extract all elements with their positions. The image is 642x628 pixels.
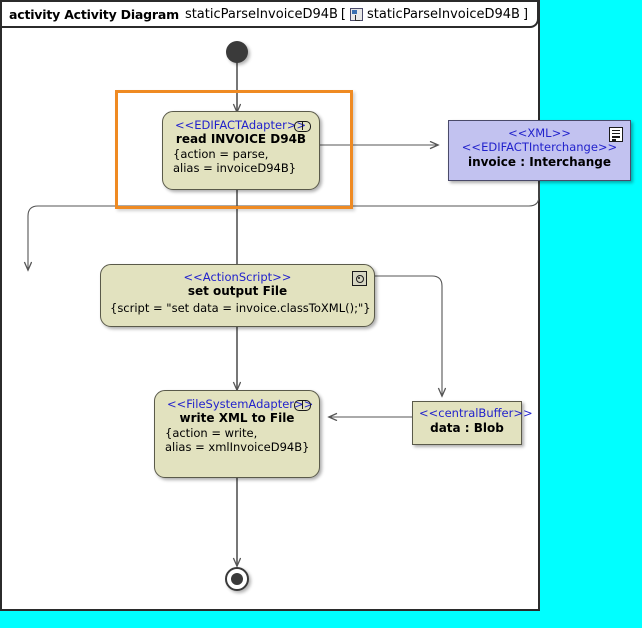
action-read-invoice-prop2: alias = invoiceD94B}	[173, 161, 297, 175]
diagram-frame-header[interactable]: activity Activity Diagram staticParseInv…	[2, 2, 540, 28]
bracket-close: ]	[522, 6, 529, 22]
action-set-output-file-name: set output File	[187, 284, 288, 298]
adapter-pin-icon	[294, 120, 311, 132]
action-read-invoice-stereotype: <<EDIFACTAdapter>>	[175, 118, 307, 132]
adapter-pin-icon	[294, 399, 311, 411]
edge-setoutput-to-buffer	[375, 275, 442, 396]
action-write-xml-prop2: alias = xmlInvoiceD94B}	[165, 440, 310, 454]
object-node-interchange-stereotype2: <<EDIFACTInterchange>>	[461, 140, 618, 154]
central-buffer-node[interactable]: <<centralBuffer>> data : Blob	[412, 401, 533, 445]
central-buffer-name: data : Blob	[430, 421, 504, 435]
activity-diagram-icon	[350, 7, 363, 21]
selection-highlight[interactable]	[115, 90, 353, 209]
action-set-output-file[interactable]: <<ActionScript>> set output File {script…	[100, 264, 375, 327]
action-write-xml-stereotype: <<FileSystemAdapter>>	[167, 397, 314, 411]
initial-node[interactable]	[226, 41, 248, 63]
document-icon	[609, 127, 623, 142]
action-set-output-file-stereotype: <<ActionScript>>	[183, 270, 292, 284]
final-node[interactable]	[225, 567, 249, 591]
frame-tab-label: staticParseInvoiceD94B	[367, 6, 520, 22]
object-node-interchange[interactable]: <<XML>> <<EDIFACTInterchange>> invoice :…	[448, 120, 631, 181]
activity-diagram-frame: activity Activity Diagram staticParseInv…	[0, 0, 631, 611]
object-node-interchange-stereotype1: <<XML>>	[508, 126, 571, 140]
central-buffer-stereotype: <<centralBuffer>>	[419, 406, 533, 420]
frame-diagram-name: staticParseInvoiceD94B	[184, 6, 338, 22]
frame-keyword: activity Activity Diagram	[9, 6, 179, 22]
object-node-interchange-name: invoice : Interchange	[467, 155, 612, 169]
action-read-invoice[interactable]: <<EDIFACTAdapter>> read INVOICE D94B {ac…	[162, 111, 320, 190]
action-read-invoice-prop1: {action = parse,	[173, 147, 269, 161]
action-read-invoice-name: read INVOICE D94B	[175, 132, 307, 146]
action-write-xml-prop1: {action = write,	[165, 426, 258, 440]
diagram-canvas: <<EDIFACTAdapter>> read INVOICE D94B {ac…	[2, 28, 631, 611]
script-gear-icon	[352, 271, 367, 286]
action-write-xml-to-file[interactable]: <<FileSystemAdapter>> write XML to File …	[154, 390, 320, 478]
action-write-xml-name: write XML to File	[179, 411, 295, 425]
action-set-output-file-prop1: {script = "set data = invoice.classToXML…	[110, 301, 371, 315]
bracket-open: [	[340, 6, 346, 22]
